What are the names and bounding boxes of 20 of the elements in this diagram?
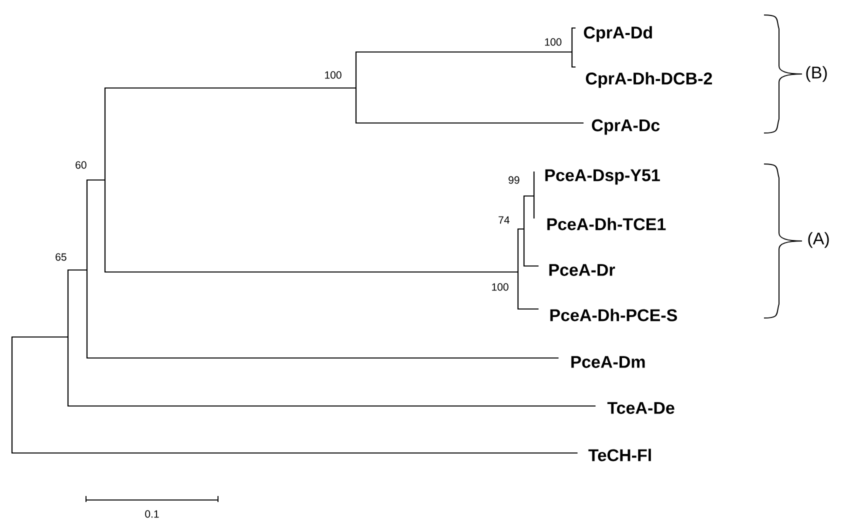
- leaf-label: CprA-Dh-DCB-2: [586, 72, 712, 88]
- scale-label: 0.1: [145, 510, 159, 518]
- clade-label: (B): [806, 66, 827, 82]
- leaf-label: PceA-Dh-TCE1: [547, 218, 666, 230]
- leaf-label: TceA-De: [607, 402, 674, 414]
- bootstrap-value: 65: [56, 253, 66, 261]
- leaf-label: PceA-Dh-PCE-S: [550, 308, 677, 322]
- leaf-label: PceA-Dm: [571, 356, 645, 368]
- bootstrap-value: 60: [76, 161, 86, 169]
- leaf-label: PceA-Dsp-Y51: [545, 169, 660, 185]
- bootstrap-value: 100: [325, 71, 342, 79]
- leaf-label: CprA-Dd: [584, 26, 652, 42]
- leaf-label: PceA-Dr: [549, 264, 615, 276]
- clade-label: (A): [808, 232, 829, 248]
- leaf-label: CprA-Dc: [592, 119, 660, 135]
- bootstrap-value: 99: [508, 176, 520, 184]
- bootstrap-value: 100: [545, 38, 562, 46]
- bootstrap-value: 100: [492, 283, 508, 291]
- bootstrap-value: 74: [498, 216, 510, 224]
- leaf-label: TeCH-Fl: [588, 448, 651, 462]
